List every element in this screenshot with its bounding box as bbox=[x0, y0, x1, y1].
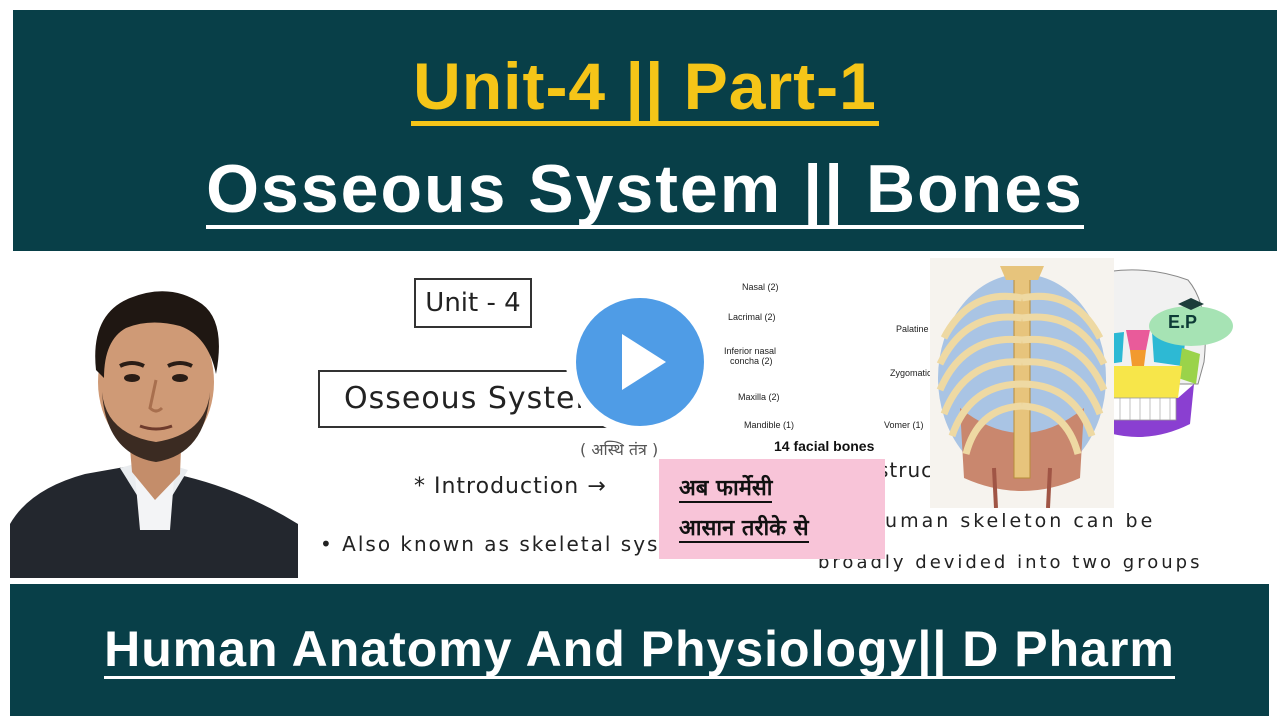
label-palatine: Palatine bbox=[896, 324, 929, 334]
label-mandible: Mandible (1) bbox=[744, 420, 795, 430]
label-maxilla: Maxilla (2) bbox=[738, 392, 780, 402]
main-title: Osseous System || Bones bbox=[206, 151, 1084, 229]
presenter-photo bbox=[10, 274, 300, 578]
play-icon bbox=[622, 334, 666, 390]
note-unit-box: Unit - 4 bbox=[414, 278, 532, 328]
note-introduction: * Introduction → bbox=[414, 474, 607, 499]
label-lacrimal: Lacrimal (2) bbox=[728, 312, 776, 322]
play-button[interactable] bbox=[566, 288, 714, 436]
tagline-line-1: अब फार्मेसी bbox=[679, 476, 773, 503]
label-inferior-nasal: Inferior nasal bbox=[724, 346, 777, 356]
note-also-known: • Also known as skeletal sys bbox=[320, 532, 660, 556]
ep-logo-text: E.P bbox=[1168, 312, 1198, 332]
ribcage-illustration bbox=[930, 258, 1114, 508]
label-concha: concha (2) bbox=[730, 356, 773, 366]
hindi-tagline-box: अब फार्मेसी आसान तरीके से bbox=[659, 459, 885, 559]
label-vomer: Vomer (1) bbox=[884, 420, 924, 430]
bottom-banner: Human Anatomy And Physiology|| D Pharm bbox=[10, 584, 1269, 716]
ep-logo-icon bbox=[1149, 298, 1233, 346]
top-banner: Unit-4 || Part-1 Osseous System || Bones bbox=[13, 10, 1277, 251]
note-groups-line: broadly devided into two groups bbox=[818, 552, 1203, 573]
course-title: Human Anatomy And Physiology|| D Pharm bbox=[104, 621, 1175, 679]
label-zygomatic: Zygomatic bbox=[890, 368, 932, 378]
unit-title: Unit-4 || Part-1 bbox=[13, 48, 1277, 126]
tagline-line-2: आसान तरीके से bbox=[679, 516, 809, 543]
note-skeleton-line: human skeleton can be bbox=[870, 510, 1156, 532]
label-nasal: Nasal (2) bbox=[742, 282, 779, 292]
note-osseous-box: Osseous System bbox=[318, 370, 608, 428]
skull-caption: 14 facial bones bbox=[774, 438, 875, 454]
note-hindi-subtitle: ( अस्थि तंत्र ) bbox=[580, 440, 659, 459]
